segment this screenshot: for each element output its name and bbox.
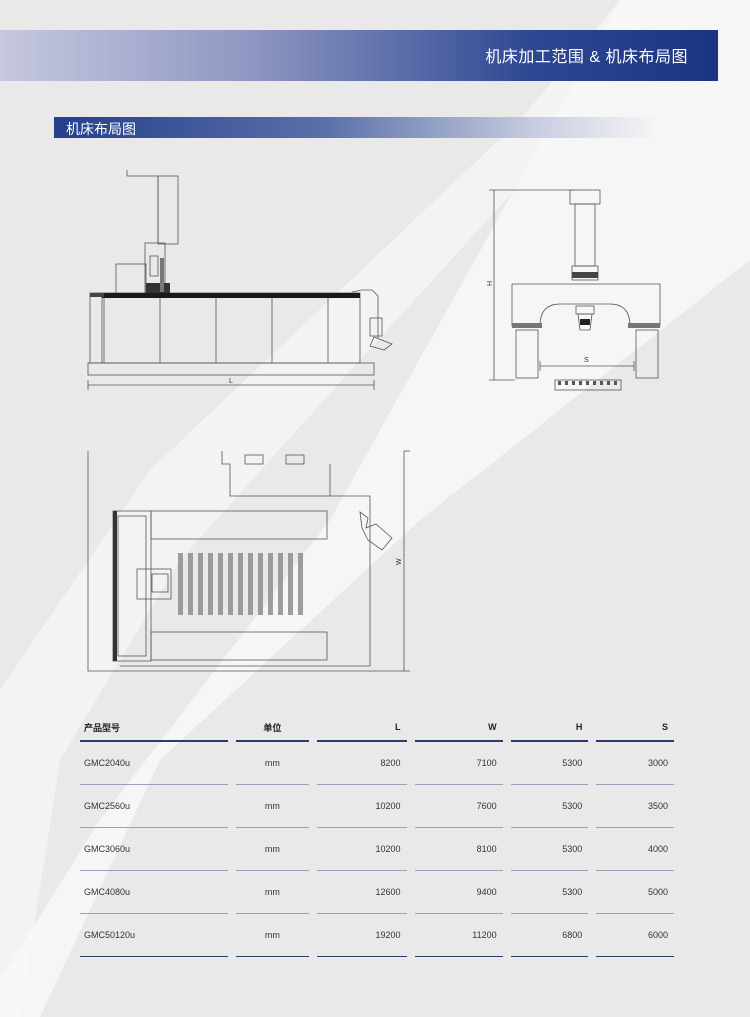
col-header-unit: 单位 bbox=[235, 714, 309, 742]
cell-l: 8200 bbox=[316, 742, 407, 785]
cell-s: 6000 bbox=[596, 914, 674, 957]
cell-w: 8100 bbox=[414, 828, 503, 871]
cell-h: 5300 bbox=[510, 871, 589, 914]
col-header-s: S bbox=[596, 714, 674, 742]
cell-model: GMC50120u bbox=[80, 914, 228, 957]
cell-l: 12600 bbox=[316, 871, 407, 914]
cell-unit: mm bbox=[235, 785, 309, 828]
page-header-title: 机床加工范围 & 机床布局图 bbox=[485, 49, 688, 66]
cell-h: 6800 bbox=[510, 914, 589, 957]
cell-h: 5300 bbox=[510, 828, 589, 871]
cell-h: 5300 bbox=[510, 785, 589, 828]
cell-l: 19200 bbox=[316, 914, 407, 957]
col-header-model: 产品型号 bbox=[80, 714, 228, 742]
cell-s: 3500 bbox=[596, 785, 674, 828]
table-row: GMC3060u mm 10200 8100 5300 4000 bbox=[80, 828, 674, 871]
table-header-row: 产品型号 单位 L W H S bbox=[80, 714, 674, 742]
cell-l: 10200 bbox=[316, 785, 407, 828]
cell-s: 5000 bbox=[596, 871, 674, 914]
cell-model: GMC2040u bbox=[80, 742, 228, 785]
cell-model: GMC3060u bbox=[80, 828, 228, 871]
col-header-w: W bbox=[414, 714, 503, 742]
cell-l: 10200 bbox=[316, 828, 407, 871]
table-row: GMC2560u mm 10200 7600 5300 3500 bbox=[80, 785, 674, 828]
table-row: GMC4080u mm 12600 9400 5300 5000 bbox=[80, 871, 674, 914]
section-band bbox=[54, 117, 658, 138]
cell-unit: mm bbox=[235, 871, 309, 914]
cell-s: 3000 bbox=[596, 742, 674, 785]
cell-unit: mm bbox=[235, 828, 309, 871]
cell-unit: mm bbox=[235, 742, 309, 785]
header-band bbox=[0, 30, 718, 81]
cell-h: 5300 bbox=[510, 742, 589, 785]
cell-model: GMC2560u bbox=[80, 785, 228, 828]
table-row: GMC50120u mm 19200 11200 6800 6000 bbox=[80, 914, 674, 957]
table-row: GMC2040u mm 8200 7100 5300 3000 bbox=[80, 742, 674, 785]
cell-unit: mm bbox=[235, 914, 309, 957]
spec-table: 产品型号 单位 L W H S GMC2040u mm 8200 7100 53… bbox=[80, 714, 674, 957]
col-header-h: H bbox=[510, 714, 589, 742]
cell-w: 11200 bbox=[414, 914, 503, 957]
section-title: 机床布局图 bbox=[66, 121, 136, 137]
cell-model: GMC4080u bbox=[80, 871, 228, 914]
col-header-l: L bbox=[316, 714, 407, 742]
cell-s: 4000 bbox=[596, 828, 674, 871]
cell-w: 7600 bbox=[414, 785, 503, 828]
cell-w: 9400 bbox=[414, 871, 503, 914]
cell-w: 7100 bbox=[414, 742, 503, 785]
